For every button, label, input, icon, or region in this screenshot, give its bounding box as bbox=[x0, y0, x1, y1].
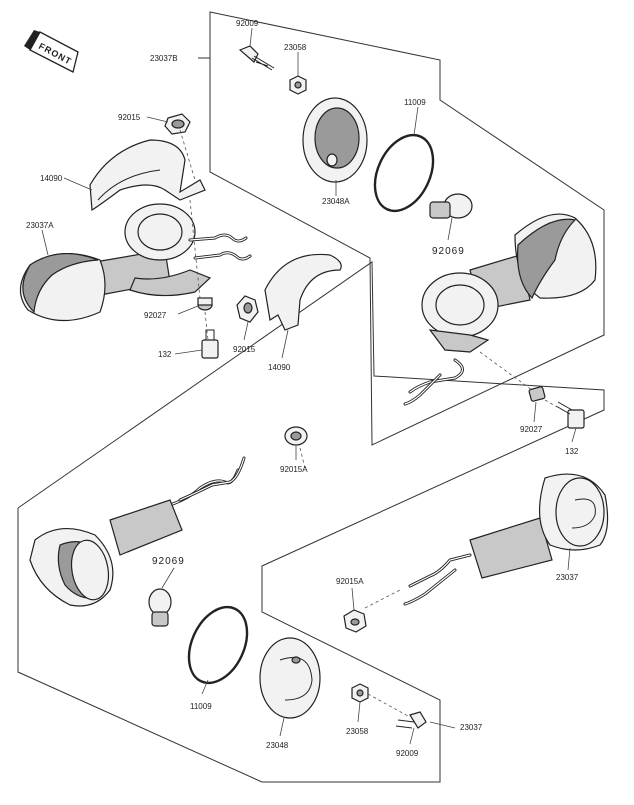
bulb-92069-left bbox=[148, 588, 172, 627]
label-23058-bottom: 23058 bbox=[346, 727, 369, 736]
label-92015A-bottom: 92015A bbox=[336, 577, 364, 586]
label-92009-top: 92009 bbox=[236, 19, 259, 28]
label-92027-right: 92027 bbox=[520, 425, 543, 434]
label-11009-bottom: 11009 bbox=[190, 702, 212, 711]
label-23037B: 23037B bbox=[150, 54, 178, 63]
turn-signal-rear-left bbox=[29, 499, 183, 607]
o-ring-11009-top bbox=[373, 133, 435, 213]
wire-harness-left bbox=[188, 233, 252, 261]
wire-harness-rear-right bbox=[403, 553, 472, 606]
label-92015A-top: 92015A bbox=[280, 465, 308, 474]
lens-housing-23048A bbox=[302, 97, 368, 183]
grommet-92027-right bbox=[528, 386, 546, 402]
bulb-92069-right bbox=[429, 193, 473, 219]
turn-signal-front-right bbox=[421, 213, 597, 353]
bolt-132-left bbox=[201, 329, 219, 359]
label-23037A: 23037A bbox=[26, 221, 54, 230]
nut-92015A-bottom bbox=[343, 609, 367, 633]
turn-signal-front-left bbox=[19, 203, 212, 322]
grommet-92027-left bbox=[197, 297, 213, 311]
label-132-right: 132 bbox=[565, 447, 579, 456]
screw-92009-bottom bbox=[395, 711, 427, 729]
group-frames bbox=[17, 11, 605, 783]
nut-92015A-top bbox=[284, 426, 308, 446]
label-92009-bottom: 92009 bbox=[396, 749, 419, 758]
label-23048A: 23048A bbox=[322, 197, 350, 206]
clamp-14090-mid bbox=[264, 253, 342, 331]
lens-housing-23048 bbox=[259, 637, 321, 719]
label-92015-top: 92015 bbox=[118, 113, 141, 122]
label-92015-mid: 92015 bbox=[233, 345, 256, 354]
o-ring-11009-bottom bbox=[187, 605, 249, 685]
nut-23058-bottom bbox=[351, 683, 369, 703]
label-92027-left: 92027 bbox=[144, 311, 167, 320]
clamp-14090-left bbox=[89, 139, 206, 212]
nut-92015-mid bbox=[236, 295, 259, 323]
label-23037-right: 23037 bbox=[556, 573, 579, 582]
label-92069-right: 92069 bbox=[432, 246, 465, 257]
label-14090-left: 14090 bbox=[40, 174, 63, 183]
label-14090-mid: 14090 bbox=[268, 363, 291, 372]
label-23037-bottom: 23037 bbox=[460, 723, 483, 732]
label-132-left: 132 bbox=[158, 350, 172, 359]
screw-92009-top bbox=[238, 45, 275, 71]
label-11009-top: 11009 bbox=[404, 98, 426, 107]
nut-92015-top-left bbox=[164, 113, 191, 135]
front-direction-badge: FRONT bbox=[24, 30, 79, 73]
label-23048: 23048 bbox=[266, 741, 289, 750]
wire-harness-rear-left bbox=[168, 456, 246, 507]
nut-23058-top bbox=[289, 75, 307, 95]
turn-signal-rear-right bbox=[469, 473, 609, 579]
label-92069-left: 92069 bbox=[152, 556, 185, 567]
bolt-132-right bbox=[555, 401, 585, 429]
leader-lines bbox=[41, 27, 577, 745]
part-labels: 92009 23037B 23058 11009 92015 14090 230… bbox=[26, 19, 579, 758]
wire-harness-right bbox=[403, 358, 464, 406]
label-23058-top: 23058 bbox=[284, 43, 307, 52]
alignment-lines bbox=[179, 129, 567, 717]
